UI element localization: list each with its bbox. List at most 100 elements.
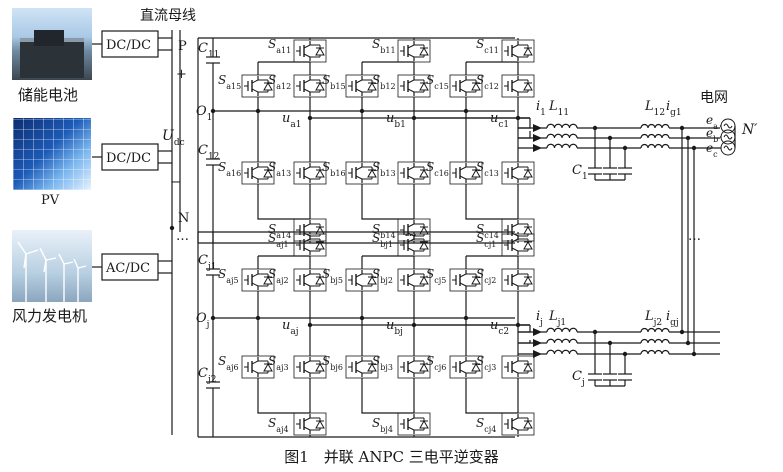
igbt-e-lead [511, 53, 519, 58]
solar-panel-photo [13, 118, 91, 190]
igbt-e-lead [303, 175, 311, 180]
igbt-e-lead [407, 369, 415, 374]
igbt-switch [293, 39, 327, 63]
switch-label-s6: Sa16 [218, 160, 241, 178]
igbt-c-lead [459, 79, 467, 84]
igbt-c-lead [511, 238, 519, 243]
igbt-c-lead [251, 360, 259, 365]
junction-dot [359, 315, 365, 321]
bus-minus: − [170, 175, 181, 190]
converter-label: DC/DC [106, 38, 151, 53]
igbt-e-lead [251, 175, 259, 180]
igbt-c-lead [303, 417, 311, 422]
igbt-e-lead [407, 88, 415, 93]
igbt-e-lead [511, 232, 519, 237]
igbt-e-lead [303, 247, 311, 252]
switch-label-s4: Saj4 [268, 416, 289, 434]
igbt-switch [501, 161, 535, 185]
igbt-e-lead [303, 53, 311, 58]
bus-p-label: P [178, 39, 187, 54]
phase-voltage-label: ubj [386, 318, 403, 337]
igbt-switch [293, 233, 327, 257]
diode-triangle [523, 46, 533, 56]
switch-label-s1: Sa11 [268, 37, 291, 55]
module-dots: … [404, 225, 417, 240]
igbt-e-lead [511, 247, 519, 252]
igbt-c-lead [407, 44, 415, 49]
switch-label-s5: Scj5 [426, 267, 446, 285]
grid-current-label: igj [666, 309, 679, 328]
converter-box [101, 143, 159, 171]
igbt-c-lead [355, 166, 363, 171]
source-label-wind: 风力发电机 [12, 307, 88, 325]
switch-label-s3: Sa13 [268, 160, 291, 178]
figure-caption: 图1 并联 ANPC 三电平逆变器 [284, 448, 499, 466]
igbt-e-lead [407, 53, 415, 58]
converter-box [101, 30, 159, 58]
cap-label-bot: C12 [198, 143, 219, 162]
inductor-label-1: Lj1 [548, 309, 566, 328]
switch-label-s1: Sb11 [372, 37, 396, 55]
inductor-coil [640, 338, 670, 344]
cap-label-top: C11 [198, 41, 219, 60]
igbt-switch [345, 355, 379, 379]
source-label-pv: PV [41, 193, 60, 208]
wire [465, 378, 518, 414]
igbt-c-lead [407, 417, 415, 422]
switch-label-s6: Sbj6 [322, 354, 343, 372]
wire [518, 340, 531, 344]
diode-triangle [315, 225, 325, 235]
igbt-e-lead [511, 175, 519, 180]
switch-label-s6: Saj6 [218, 354, 239, 372]
bus-plus: + [176, 67, 187, 82]
inductor-label-2: L12 [644, 99, 665, 118]
phase-voltage-label: ub1 [386, 111, 406, 130]
sine-icon [723, 145, 733, 151]
junction-dot [255, 108, 261, 114]
igbt-c-lead [303, 166, 311, 171]
junction-dot [359, 108, 365, 114]
inductor-coil [546, 327, 578, 333]
grid-neutral-label: N′ [741, 122, 758, 138]
grid-title: 电网 [700, 90, 728, 106]
inverter-current-label: ij [536, 309, 543, 328]
phase-voltage-label: uc1 [490, 111, 509, 130]
igbt-e-lead [511, 88, 519, 93]
igbt-c-lead [459, 273, 467, 278]
wire [518, 131, 531, 139]
bus-dots: … [176, 229, 189, 244]
diode-triangle [315, 46, 325, 56]
igbt-e-lead [459, 369, 467, 374]
sine-icon [723, 123, 733, 129]
igbt-switch [293, 161, 327, 185]
igbt-switch [501, 268, 535, 292]
inverter-current-label: i1 [536, 99, 546, 118]
bus-n-label: N [178, 211, 189, 226]
current-arrow [533, 339, 542, 347]
diode-triangle [523, 275, 533, 285]
switch-label-s3: Sb13 [372, 160, 396, 178]
igbt-switch [501, 233, 535, 257]
igbt-c-lead [511, 417, 519, 422]
igbt-e-lead [459, 175, 467, 180]
diode-triangle [419, 419, 429, 429]
igbt-e-lead [459, 88, 467, 93]
igbt-switch [293, 412, 327, 436]
igbt-c-lead [407, 238, 415, 243]
igbt-e-lead [251, 282, 259, 287]
wire [361, 184, 414, 220]
switch-label-s4: Sbj4 [372, 416, 393, 434]
igbt-switch [501, 355, 535, 379]
diode-triangle [419, 46, 429, 56]
igbt-e-lead [511, 369, 519, 374]
igbt-e-lead [251, 88, 259, 93]
igbt-switch [449, 161, 483, 185]
igbt-c-lead [355, 273, 363, 278]
igbt-c-lead [303, 238, 311, 243]
source-label-battery: 储能电池 [18, 86, 79, 104]
switch-label-s6: Sb16 [322, 160, 346, 178]
igbt-e-lead [407, 247, 415, 252]
switch-label-s5: Sb15 [322, 73, 346, 91]
current-arrow [533, 350, 542, 358]
